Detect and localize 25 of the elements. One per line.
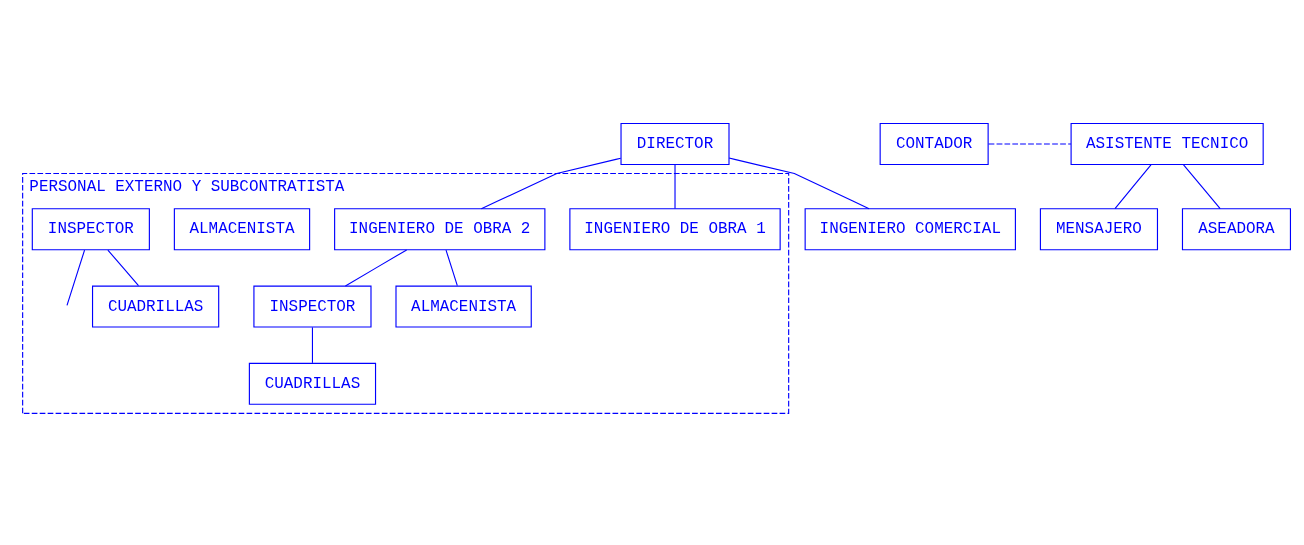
node-box: CUADRILLAS — [248, 362, 377, 405]
node-box: CONTADOR — [879, 122, 989, 165]
node-box: INGENIERO COMERCIAL — [804, 207, 1016, 250]
connector — [107, 249, 140, 286]
connector — [987, 142, 1072, 145]
node-box: ALMACENISTA — [173, 207, 311, 250]
node-box: INSPECTOR — [253, 285, 372, 328]
connector — [728, 156, 870, 209]
connector — [344, 248, 408, 287]
node-box: INSPECTOR — [31, 207, 150, 250]
connector — [480, 157, 622, 209]
connector — [674, 163, 676, 209]
node-box: INGENIERO DE OBRA 1 — [569, 207, 781, 250]
node-box: DIRECTOR — [620, 122, 730, 165]
connector — [66, 249, 86, 306]
node-box: INGENIERO DE OBRA 2 — [334, 207, 546, 250]
node-box: CUADRILLAS — [91, 285, 220, 328]
node-box: ALMACENISTA — [395, 285, 532, 328]
connector — [1114, 163, 1152, 209]
node-box: ASISTENTE TECNICO — [1070, 122, 1264, 165]
connector — [445, 249, 458, 286]
connector — [311, 326, 314, 363]
node-box: ASEADORA — [1181, 207, 1291, 250]
node-box: MENSAJERO — [1039, 207, 1159, 250]
connector — [1183, 163, 1221, 209]
